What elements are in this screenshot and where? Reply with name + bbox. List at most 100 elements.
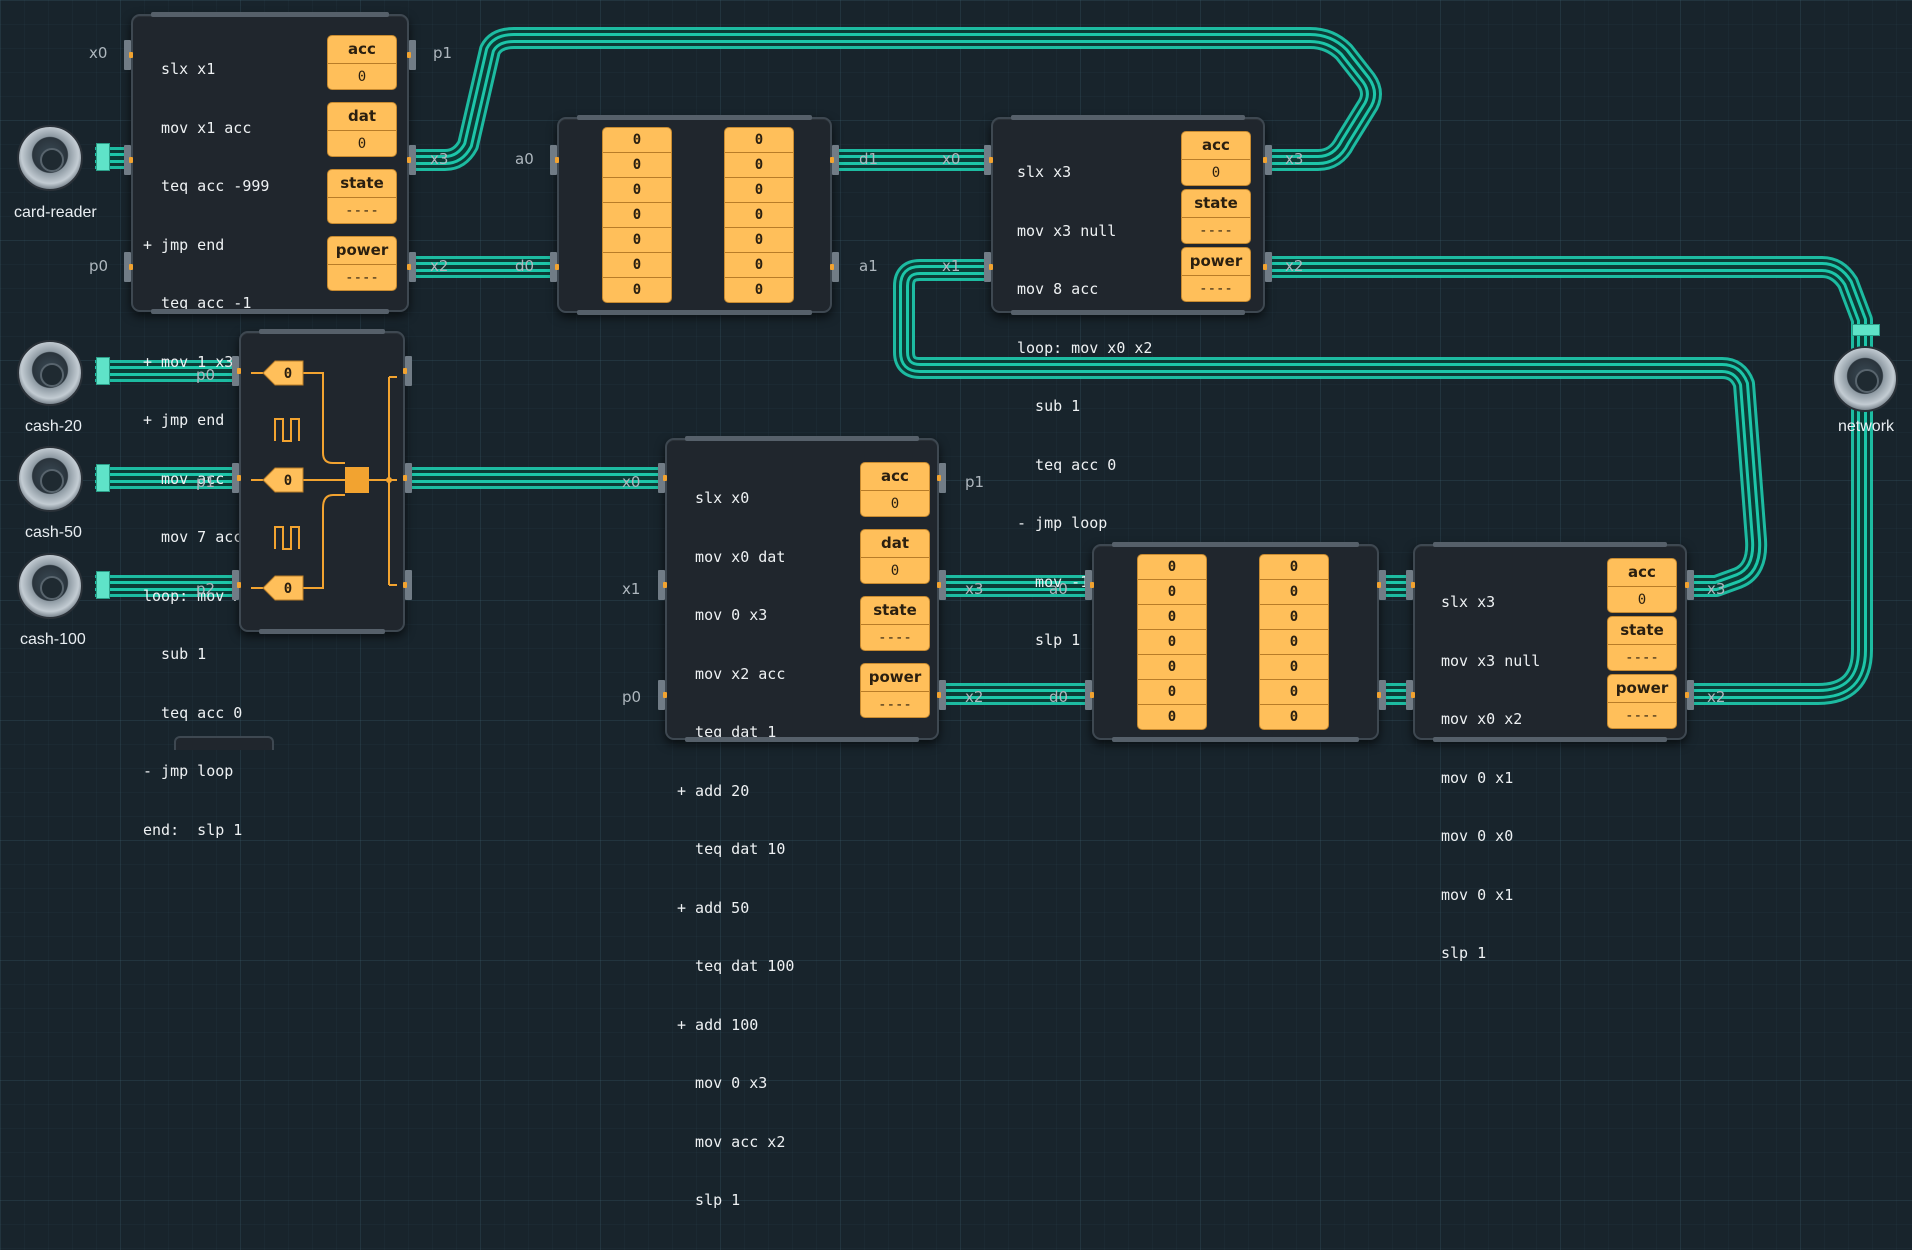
pin-d1[interactable] xyxy=(830,145,839,175)
code-line: teq dat 1 xyxy=(677,723,777,741)
register-state: state---- xyxy=(1607,616,1677,671)
mc-chip-top-left[interactable]: slx x1 mov x1 acc teq acc -999 + jmp end… xyxy=(131,12,409,839)
port-label-d1: d1 xyxy=(859,150,879,168)
cash-20-port[interactable] xyxy=(17,340,83,406)
ram-cell: 0 xyxy=(603,178,671,203)
connector-icon xyxy=(96,143,110,171)
code-line: teq acc -999 xyxy=(143,177,270,195)
pin-out-2[interactable] xyxy=(403,463,412,493)
code-line: mov 8 acc xyxy=(1017,280,1099,298)
pin-x3[interactable] xyxy=(1685,570,1694,600)
pin-x0[interactable] xyxy=(124,40,133,70)
code-line: + add 100 xyxy=(677,1015,759,1034)
port-label-p2: p2 xyxy=(196,580,216,598)
pin-x1[interactable] xyxy=(1406,680,1415,710)
ram-cell: 0 xyxy=(725,178,793,203)
code-editor[interactable]: slx x3 mov x3 null mov 8 acc loop: mov x… xyxy=(1017,124,1152,690)
pin-x3[interactable] xyxy=(1263,145,1272,175)
pin-p1[interactable] xyxy=(937,463,946,493)
cash-100-port[interactable] xyxy=(17,553,83,619)
mc-chip-bottom-mid[interactable]: slx x0 mov x0 dat mov 0 x3 mov x2 acc te… xyxy=(665,436,939,1209)
code-line: mov x2 acc xyxy=(677,664,786,683)
cash-50-port[interactable] xyxy=(17,446,83,512)
ram-cell: 0 xyxy=(1138,580,1206,605)
pin-x2[interactable] xyxy=(1685,680,1694,710)
ram-cell: 0 xyxy=(1138,655,1206,680)
pin-d0[interactable] xyxy=(1085,680,1094,710)
code-line: mov acc x2 xyxy=(677,1132,786,1151)
pin-a0[interactable] xyxy=(550,145,559,175)
pin-a1[interactable] xyxy=(830,252,839,282)
register-state: state---- xyxy=(1181,189,1251,244)
code-editor[interactable]: slx x3 mov x3 null mov x0 x2 mov 0 x1 mo… xyxy=(1441,554,1540,1003)
pin-a1[interactable] xyxy=(1377,680,1386,710)
mc-chip-top-right[interactable]: slx x3 mov x3 null mov 8 acc loop: mov x… xyxy=(991,115,1265,649)
pin-d0[interactable] xyxy=(550,252,559,282)
pin-x2[interactable] xyxy=(407,252,416,282)
network-label: network xyxy=(1838,418,1895,435)
pin-x3[interactable] xyxy=(407,145,416,175)
pin-x0[interactable] xyxy=(984,145,993,175)
ram-cell: 0 xyxy=(1138,555,1206,580)
mc-chip-bottom-right[interactable]: slx x3 mov x3 null mov x0 x2 mov 0 x1 mo… xyxy=(1413,542,1687,962)
code-editor[interactable]: slx x0 mov x0 dat mov 0 x3 mov x2 acc te… xyxy=(677,450,794,1250)
ram-chip-top[interactable]: 0 0 0 0 0 0 0 0 0 0 0 0 0 0 xyxy=(557,115,832,315)
port-label-x1: x1 xyxy=(622,580,641,598)
pin-p2[interactable] xyxy=(232,570,241,600)
port-label-x2: x2 xyxy=(1707,688,1726,706)
pin-p0[interactable] xyxy=(124,252,133,282)
code-line: teq acc -1 xyxy=(143,294,252,312)
card-reader-port[interactable] xyxy=(17,125,83,191)
code-line: mov 0 x0 xyxy=(1441,827,1514,845)
port-label-a1: a1 xyxy=(859,257,878,275)
register-value: 0 xyxy=(890,563,900,579)
port-label-p1: p1 xyxy=(433,44,453,62)
pin-x3[interactable] xyxy=(937,570,946,600)
cash-20-label: cash-20 xyxy=(25,418,82,435)
code-line: slx x0 xyxy=(677,489,750,507)
port-label-x3: x3 xyxy=(1285,150,1304,168)
pin-out-3[interactable] xyxy=(403,570,412,600)
pin-x0[interactable] xyxy=(1406,570,1415,600)
pin-x0[interactable] xyxy=(658,463,667,493)
port-label-p0: p0 xyxy=(622,688,642,706)
ram-cell: 0 xyxy=(725,153,793,178)
port-label-x1: x1 xyxy=(942,257,961,275)
ram-cell: 0 xyxy=(1167,709,1177,725)
ram-column-2: 0 0 0 0 0 0 0 xyxy=(724,127,794,303)
ram-cell: 0 xyxy=(725,228,793,253)
port-label-x3: x3 xyxy=(1707,580,1726,598)
pin-x1[interactable] xyxy=(658,570,667,600)
pin-a0[interactable] xyxy=(1085,570,1094,600)
ram-chip-bottom[interactable]: 0 0 0 0 0 0 0 0 0 0 0 0 0 0 xyxy=(1092,542,1379,742)
port-label-d0: d0 xyxy=(1049,688,1069,706)
pin-x2[interactable] xyxy=(937,680,946,710)
pin-p1[interactable] xyxy=(407,40,416,70)
pin-x2[interactable] xyxy=(1263,252,1272,282)
register-label: dat xyxy=(328,103,396,131)
code-line: slp 1 xyxy=(1441,944,1487,962)
pin-out-1[interactable] xyxy=(403,356,412,386)
register-power: power---- xyxy=(327,236,397,291)
pin-x1[interactable] xyxy=(984,252,993,282)
logic-chip[interactable]: 0 0 0 xyxy=(239,329,405,634)
register-label: state xyxy=(861,597,929,625)
cash-100-label: cash-100 xyxy=(20,631,86,648)
port-label-x0: x0 xyxy=(622,473,641,491)
ram-cell: 0 xyxy=(1138,630,1206,655)
connector-icon xyxy=(96,571,110,599)
register-label: acc xyxy=(1608,559,1676,587)
pin-p0[interactable] xyxy=(658,680,667,710)
ram-cell: 0 xyxy=(1138,680,1206,705)
network-port[interactable] xyxy=(1832,346,1898,412)
pin-x1[interactable] xyxy=(124,145,133,175)
register-value: 0 xyxy=(1211,165,1221,181)
ram-cell: 0 xyxy=(1260,630,1328,655)
code-line: mov 7 acc xyxy=(143,528,243,546)
pin-p0[interactable] xyxy=(232,356,241,386)
pin-p1[interactable] xyxy=(232,463,241,493)
register-value: ---- xyxy=(878,697,912,713)
pin-d1[interactable] xyxy=(1377,570,1386,600)
